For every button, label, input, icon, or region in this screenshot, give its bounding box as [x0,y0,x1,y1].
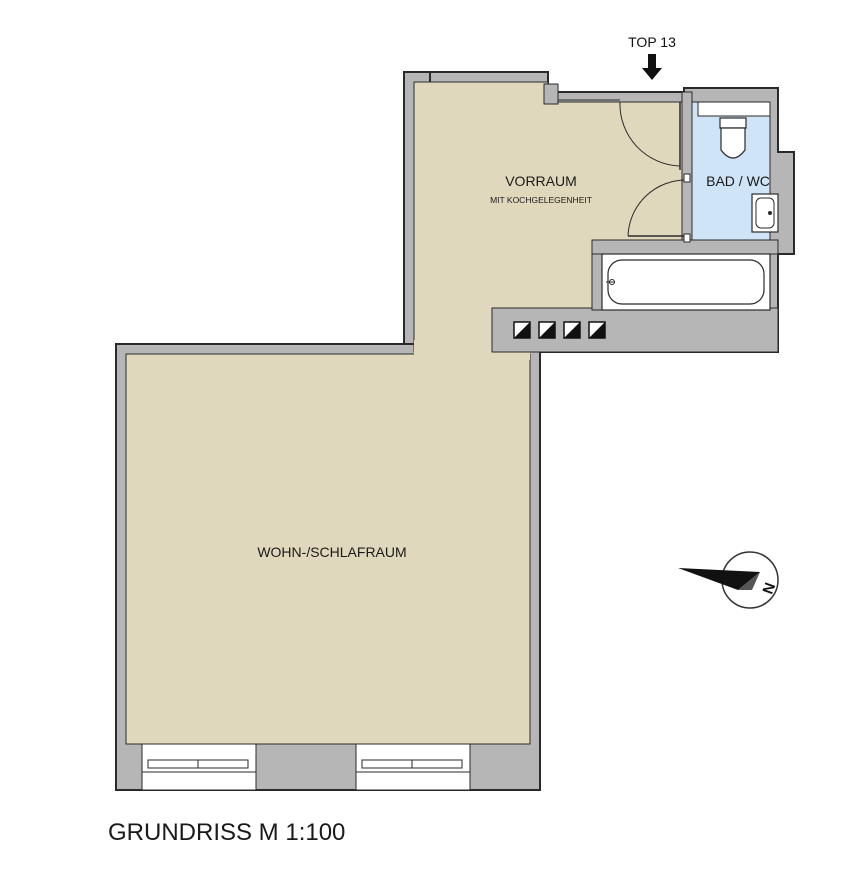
windows [141,743,471,791]
entry-arrow-icon [642,54,662,80]
bath-door-swing [627,179,687,237]
window-left [141,743,257,791]
room-label-vorraum: VORRAUM [505,173,577,189]
shaft-4 [588,321,606,339]
entry-door-swing [619,101,681,167]
room-subtitle-vorraum: MIT KOCHGELEGENHEIT [490,195,592,205]
entry-pillar [543,83,559,105]
partition-shaft [491,307,779,353]
partitions [491,83,779,353]
washbasin [751,193,779,233]
partition-tub-left [591,253,603,311]
bath-top-strip [697,101,771,117]
entry-label: TOP 13 [628,34,676,50]
room-label-bad: BAD / WC [706,173,770,189]
shaft-1 [513,321,531,339]
doors [558,99,691,243]
toilet [719,117,747,159]
entry-marker: TOP 13 [628,34,676,80]
compass: N [676,517,820,641]
room-label-wohn: WOHN-/SCHLAFRAUM [257,544,406,560]
shaft-3 [563,321,581,339]
window-right [355,743,471,791]
floor-wohn [125,353,531,745]
partition-bath-left [681,91,693,253]
shaft-2 [538,321,556,339]
compass-needle-icon [678,568,760,590]
plan-title: GRUNDRISS M 1:100 [108,819,345,846]
bathtub [601,253,771,311]
ventilation-shafts [513,321,606,339]
floors [125,81,771,745]
